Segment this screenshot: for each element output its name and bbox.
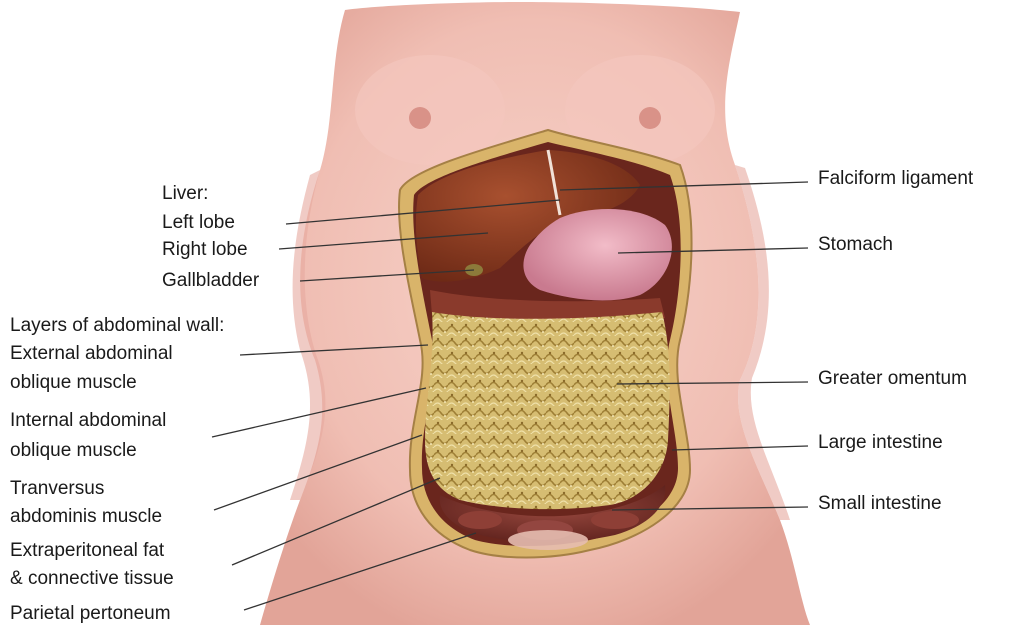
right-nipple [639, 107, 661, 129]
left-nipple [409, 107, 431, 129]
wall-layers-heading: Layers of abdominal wall: [10, 315, 224, 337]
label-stomach: Stomach [818, 234, 893, 256]
label-greater-omentum: Greater omentum [818, 368, 967, 390]
label-falciform-ligament: Falciform ligament [818, 168, 973, 190]
label-extraperitoneal-line2: & connective tissue [10, 568, 174, 590]
label-gallbladder: Gallbladder [162, 270, 259, 292]
label-external-oblique-line1: External abdominal [10, 343, 173, 365]
label-internal-oblique-line1: Internal abdominal [10, 410, 166, 432]
intestine-loop-1 [458, 511, 502, 529]
label-external-oblique-line2: oblique muscle [10, 372, 137, 394]
label-large-intestine: Large intestine [818, 432, 943, 454]
label-transversus-line2: abdominis muscle [10, 506, 162, 528]
bladder-bulge [508, 530, 588, 550]
liver-heading: Liver: [162, 183, 208, 205]
label-left-lobe: Left lobe [162, 212, 235, 234]
label-right-lobe: Right lobe [162, 239, 248, 261]
label-extraperitoneal-line1: Extraperitoneal fat [10, 540, 164, 562]
label-transversus-line1: Tranversus [10, 478, 104, 500]
label-internal-oblique-line2: oblique muscle [10, 440, 137, 462]
label-small-intestine: Small intestine [818, 493, 942, 515]
left-breast-contour [355, 55, 505, 165]
label-parietal-peritoneum: Parietal pertoneum [10, 603, 171, 625]
intestine-loop-3 [591, 511, 639, 529]
greater-omentum-organ [425, 312, 670, 509]
